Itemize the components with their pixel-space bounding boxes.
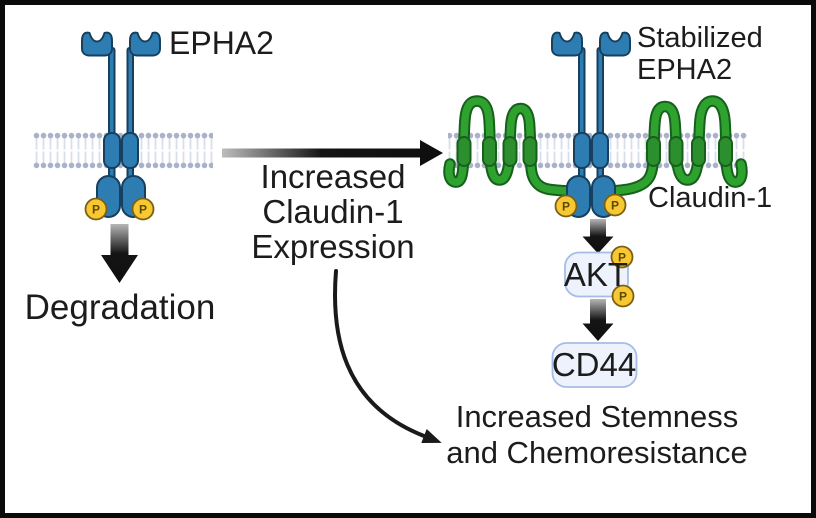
stabilized-epha2-label-line1: Stabilized xyxy=(637,22,763,54)
stabilized-epha2-label: Stabilized EPHA2 xyxy=(637,22,763,86)
stemness-curved-arrow-icon xyxy=(332,269,442,443)
transition-label-line1: Increased xyxy=(260,158,406,195)
cd44-node-label: CD44 xyxy=(551,346,637,383)
phosphate-letter: P xyxy=(619,290,627,304)
akt-node xyxy=(564,251,629,298)
stemness-outcome-line2: and Chemoresistance xyxy=(446,435,748,470)
phosphate-letter: P xyxy=(618,251,626,265)
transition-label-line2: Claudin-1 xyxy=(262,193,404,230)
epha2-label: EPHA2 xyxy=(169,25,274,61)
stabilized-epha2-label-line2: EPHA2 xyxy=(637,54,733,86)
transition-arrow-icon xyxy=(222,140,443,166)
cd44-activation-arrow-icon xyxy=(582,299,614,341)
phosphate-letter: P xyxy=(562,200,570,214)
phosphate-letter: P xyxy=(611,199,619,213)
epha2-receptor-left xyxy=(81,31,161,219)
akt-activation-arrow-icon xyxy=(582,219,614,254)
claudin1-label: Claudin-1 xyxy=(648,182,773,214)
akt-node-label: AKT xyxy=(563,256,629,293)
stemness-outcome-line1: Increased Stemness xyxy=(455,399,739,434)
claudin1-transmembrane-segments xyxy=(456,136,733,167)
degradation-label: Degradation xyxy=(24,288,216,327)
stemness-outcome-label: Increased Stemness and Chemoresistance xyxy=(446,399,748,471)
phosphate-letter: P xyxy=(92,203,100,217)
transition-label-line3: Expression xyxy=(251,228,415,265)
phosphate-letter: P xyxy=(139,203,147,217)
cd44-node xyxy=(551,342,638,388)
transition-label: Increased Claudin-1 Expression xyxy=(251,159,414,264)
degradation-arrow-icon xyxy=(101,224,138,283)
